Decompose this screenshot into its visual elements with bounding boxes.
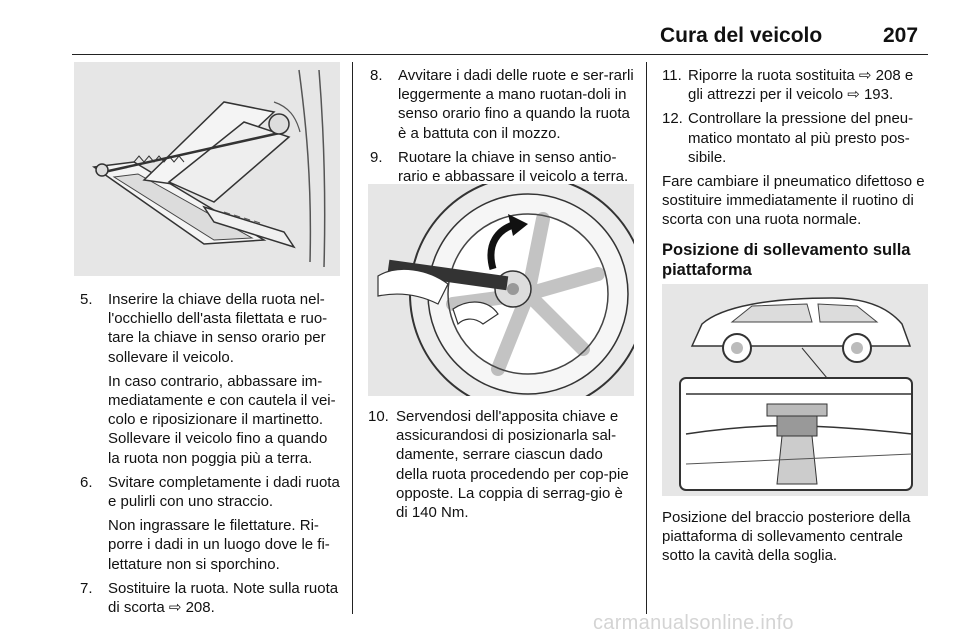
list-item-text: Svitare completamente i dadi ruota e pul… [108, 473, 340, 511]
list-item-note: In caso contrario, abbassare im-mediatam… [108, 372, 336, 467]
watermark: carmanualsonline.info [593, 612, 794, 634]
column-3-text: 11. Riporre la ruota sostituita ⇨ 208 e … [662, 66, 928, 292]
list-item-number: 6. [80, 473, 93, 491]
body-paragraph: Fare cambiare il pneumatico difettoso e … [662, 173, 925, 229]
list-item-number: 11. [662, 67, 682, 84]
lift-position-illustration [662, 284, 928, 496]
list-item: 6. Svitare completamente i dadi ruota e … [80, 473, 342, 574]
list-item-text: Avvitare i dadi delle ruote e ser-rarli … [398, 67, 634, 142]
list-item-number: 9. [370, 148, 383, 166]
list-item-number: 8. [370, 67, 383, 84]
jack-illustration [74, 62, 340, 276]
page-number: 207 [883, 24, 919, 47]
list-item: 7. Sostituire la ruota. Note sulla ruota… [80, 579, 342, 617]
header-rule [72, 54, 928, 56]
list-item-text: Servendosi dell'apposita chiave e assicu… [396, 408, 629, 522]
column-2-text-bottom: 10. Servendosi dell'apposita chiave e as… [368, 407, 634, 527]
list-item: 10. Servendosi dell'apposita chiave e as… [368, 407, 634, 522]
list-item-number: 12. [662, 110, 683, 128]
list-item-text: Inserire la chiave della ruota nel-l'occ… [108, 291, 328, 366]
list-item-text: Ruotare la chiave in senso antio-rario e… [398, 148, 629, 186]
section-heading: Posizione di sollevamento sulla piattafo… [662, 240, 911, 279]
list-item-text: Riporre la ruota sostituita ⇨ 208 e gli … [688, 67, 914, 104]
figure-caption: Posizione del braccio posteriore della p… [662, 509, 911, 565]
list-item-number: 7. [80, 579, 93, 597]
column-divider-1 [352, 62, 354, 614]
list-item: 5. Inserire la chiave della ruota nel-l'… [80, 290, 342, 468]
list-item: 9. Ruotare la chiave in senso antio-rari… [370, 148, 634, 186]
list-item: 12. Controllare la pressione del pneu-ma… [662, 109, 928, 167]
column-2-text-top: 8. Avvitare i dadi delle ruote e ser-rar… [370, 66, 634, 191]
list-item-text: Controllare la pressione del pneu-matico… [688, 110, 914, 166]
column-1-text: 5. Inserire la chiave della ruota nel-l'… [80, 290, 342, 622]
column-divider-2 [646, 62, 648, 614]
wheel-wrench-illustration [368, 184, 634, 396]
page-header-title: Cura del veicolo [660, 24, 823, 47]
list-item-text: Sostituire la ruota. Note sulla ruota di… [108, 579, 339, 617]
list-item: 8. Avvitare i dadi delle ruote e ser-rar… [370, 66, 634, 143]
list-item-number: 5. [80, 291, 93, 308]
list-item-note: Non ingrassare le filettature. Ri-porre … [108, 517, 330, 573]
list-item-number: 10. [368, 408, 389, 425]
list-item: 11. Riporre la ruota sostituita ⇨ 208 e … [662, 66, 928, 104]
